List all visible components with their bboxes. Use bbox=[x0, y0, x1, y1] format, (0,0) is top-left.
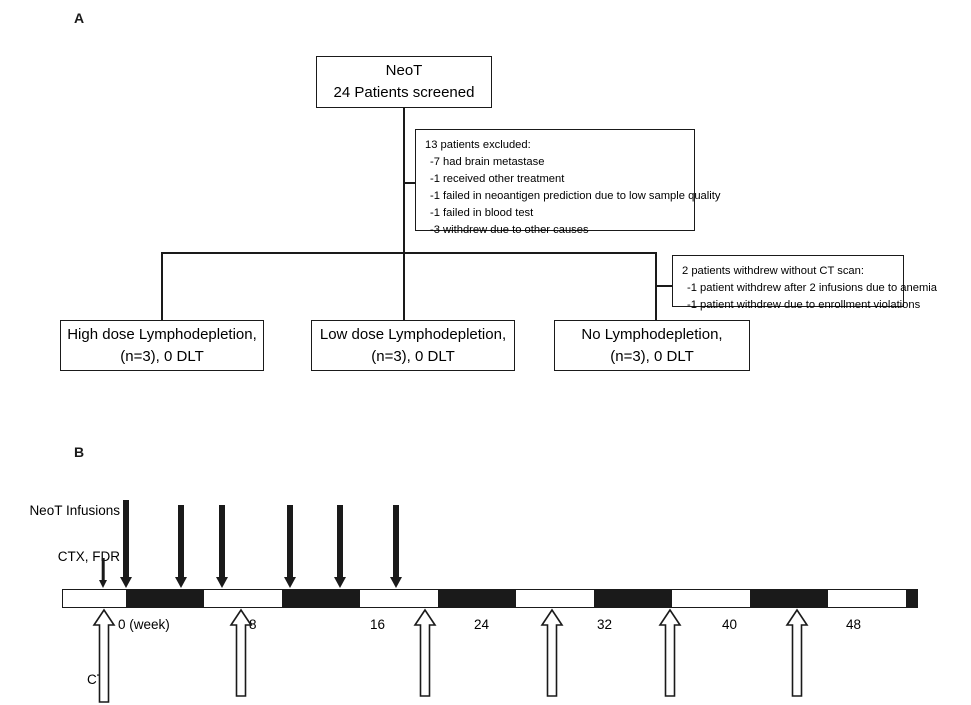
excluded-item: -1 failed in neoantigen prediction due t… bbox=[430, 190, 721, 203]
timeline-segment bbox=[438, 590, 516, 607]
withdrew-heading: 2 patients withdrew without CT scan: bbox=[682, 265, 864, 277]
arm-box-no-lymphodepletion: No Lymphodepletion, (n=3), 0 DLT bbox=[554, 320, 750, 371]
withdrew-item: -1 patient withdrew after 2 infusions du… bbox=[687, 282, 937, 295]
neot-infusion-arrow bbox=[284, 505, 296, 588]
tick-label-week-40: 40 bbox=[722, 617, 738, 632]
timeline-segment bbox=[126, 590, 204, 607]
ct-scan-arrow bbox=[785, 608, 809, 698]
neot-infusion-arrow bbox=[390, 505, 402, 588]
arm-box-high-dose: High dose Lymphodepletion, (n=3), 0 DLT bbox=[60, 320, 264, 371]
excluded-item: -1 failed in blood test bbox=[430, 207, 534, 220]
tick-label-week-0: 0 (week) bbox=[118, 617, 170, 632]
neot-infusion-arrow bbox=[216, 505, 228, 588]
excluded-patients-box: 13 patients excluded: -7 had brain metas… bbox=[415, 129, 721, 236]
tick-label-week-32: 32 bbox=[597, 617, 613, 632]
excluded-item: -1 received other treatment bbox=[430, 173, 565, 186]
screening-count: 24 Patients screened bbox=[333, 84, 475, 101]
screening-title: NeoT bbox=[385, 62, 423, 80]
ct-scan-arrow bbox=[229, 608, 253, 698]
arm-box-low-dose: Low dose Lymphodepletion, (n=3), 0 DLT bbox=[311, 320, 515, 371]
timeline-segment bbox=[672, 590, 750, 607]
neot-infusion-arrow bbox=[334, 505, 346, 588]
neot-infusion-arrow bbox=[120, 500, 132, 588]
connector-trunk-vertical bbox=[403, 108, 405, 253]
timeline-segment bbox=[516, 590, 594, 607]
timeline-segment bbox=[63, 590, 126, 607]
tick-label-week-16: 16 bbox=[370, 617, 386, 632]
timeline-bar bbox=[62, 589, 918, 608]
connector-drop-arm-1 bbox=[161, 252, 163, 320]
arm-label: No Lymphodepletion, bbox=[581, 325, 723, 343]
tick-label-week-24: 24 bbox=[474, 617, 490, 632]
arm-detail: (n=3), 0 DLT bbox=[610, 347, 694, 365]
ct-scan-arrow bbox=[413, 608, 437, 698]
ct-scan-arrow bbox=[92, 608, 116, 704]
label-ctx-fdr: CTX, FDR bbox=[57, 549, 120, 564]
withdrew-item: -1 patient withdrew due to enrollment vi… bbox=[687, 299, 921, 312]
timeline-segment bbox=[906, 590, 917, 607]
panel-label-b: B bbox=[74, 444, 85, 460]
connector-to-excluded-box bbox=[403, 182, 415, 184]
ctx-fdr-arrow bbox=[99, 558, 107, 588]
timeline-segment bbox=[594, 590, 672, 607]
connector-branch-horizontal bbox=[161, 252, 656, 254]
timeline-segment bbox=[282, 590, 360, 607]
label-neot-infusions: NeoT Infusions bbox=[29, 503, 120, 518]
arm-detail: (n=3), 0 DLT bbox=[371, 347, 455, 365]
label-ct: CT bbox=[87, 672, 105, 687]
excluded-heading: 13 patients excluded: bbox=[425, 139, 531, 151]
timeline-segment bbox=[750, 590, 828, 607]
ct-scan-arrow bbox=[658, 608, 682, 698]
ct-scan-arrow bbox=[540, 608, 564, 698]
connector-drop-arm-2 bbox=[403, 252, 405, 320]
neot-infusion-arrow bbox=[175, 505, 187, 588]
panel-label-a: A bbox=[74, 10, 85, 26]
timeline-segment bbox=[828, 590, 906, 607]
connector-to-withdrew-box bbox=[655, 285, 673, 287]
timeline-segment bbox=[360, 590, 438, 607]
timeline-segment bbox=[204, 590, 282, 607]
arm-detail: (n=3), 0 DLT bbox=[120, 347, 204, 365]
excluded-item: -3 withdrew due to other causes bbox=[430, 224, 589, 237]
withdrew-without-ct-box: 2 patients withdrew without CT scan: -1 … bbox=[672, 255, 937, 311]
arm-label: High dose Lymphodepletion, bbox=[67, 325, 257, 343]
tick-label-week-8: 8 bbox=[249, 617, 257, 632]
excluded-item: -7 had brain metastase bbox=[430, 156, 545, 169]
tick-label-week-48: 48 bbox=[846, 617, 862, 632]
arm-label: Low dose Lymphodepletion, bbox=[319, 325, 507, 343]
screening-box: NeoT 24 Patients screened bbox=[316, 56, 492, 108]
